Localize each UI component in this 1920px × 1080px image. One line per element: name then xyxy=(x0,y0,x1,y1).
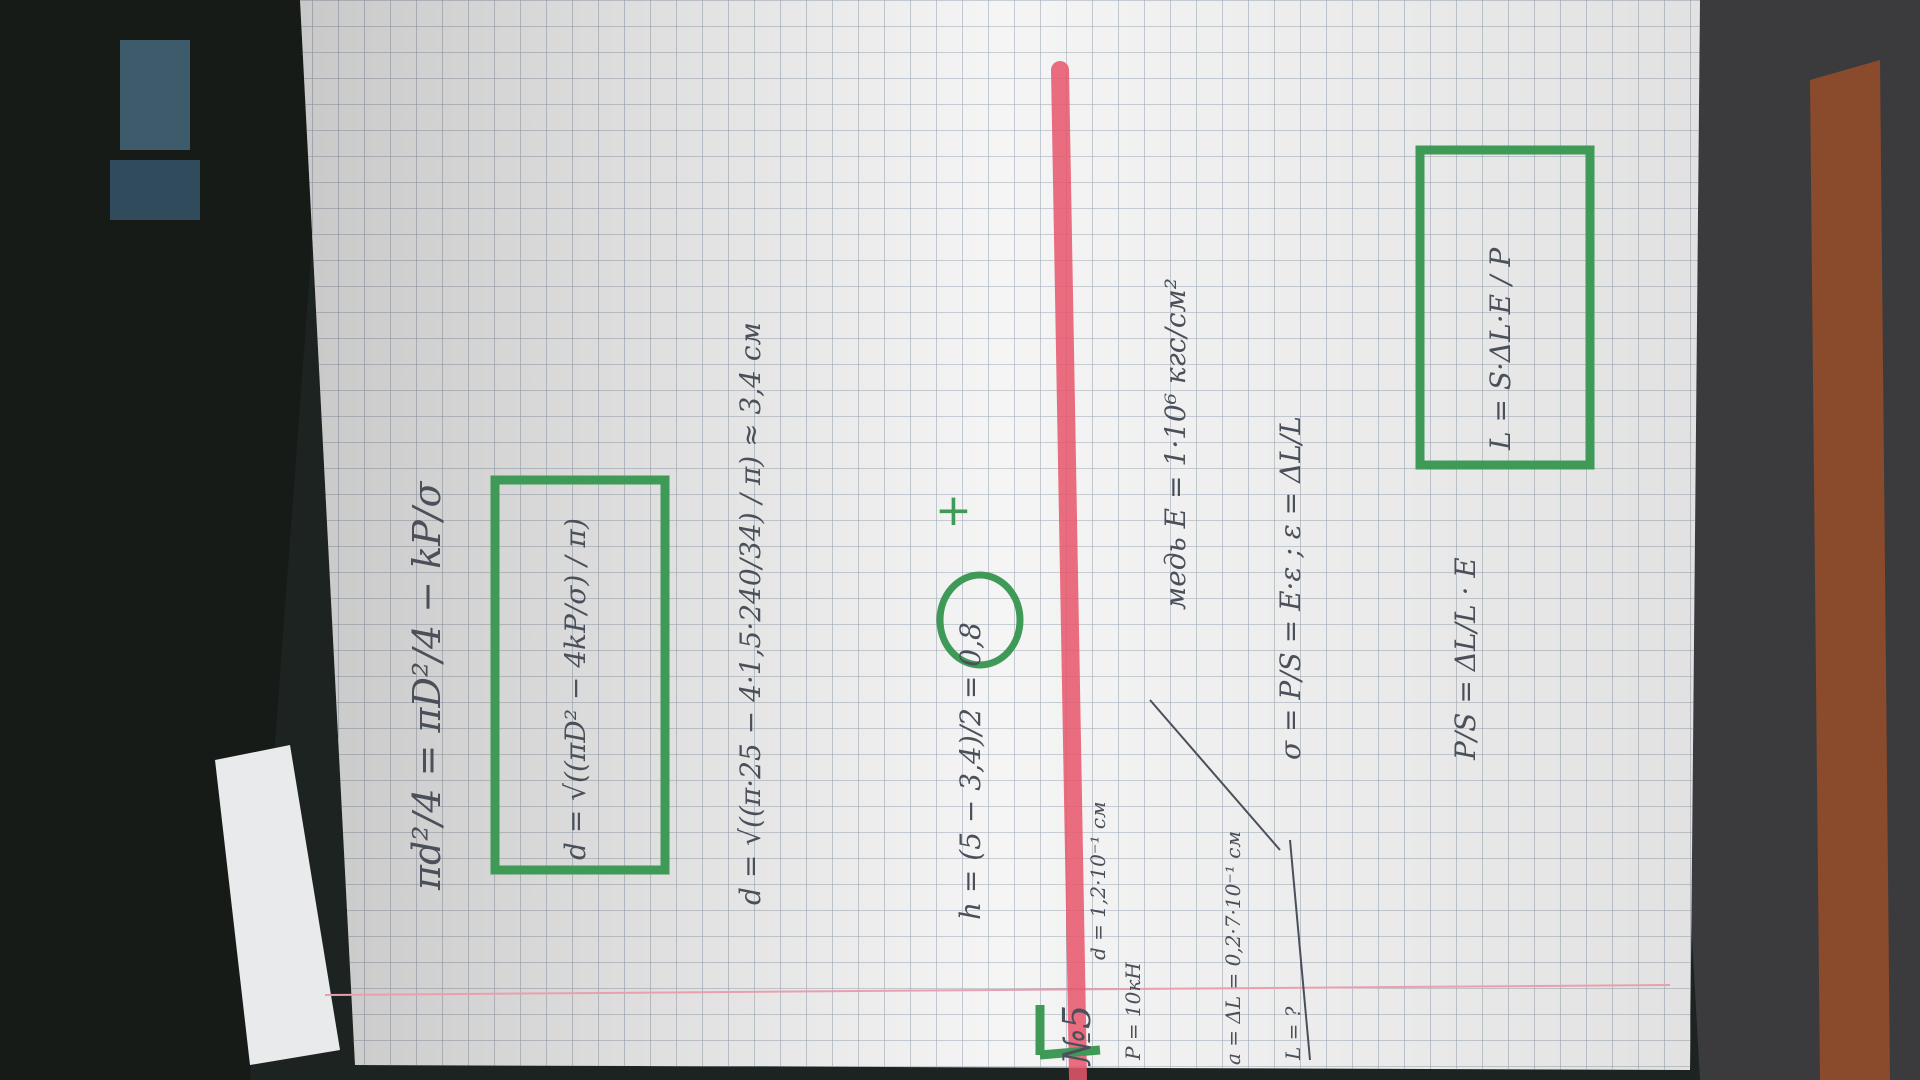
green-box-result xyxy=(1415,145,1595,470)
stress-relation: σ = P/S = E·ε ; ε = ΔL/L xyxy=(1274,416,1307,760)
red-divider xyxy=(1051,61,1087,1080)
green-circle-answer xyxy=(936,571,1024,669)
calc-d: d = √((π·25 − 4·1,5·240/34) / π) ≈ 3,4 с… xyxy=(734,322,767,905)
green-plus-mark: + xyxy=(935,485,972,536)
wooden-edge xyxy=(1810,60,1890,1080)
slash-separator xyxy=(1149,699,1281,851)
notebook-page xyxy=(300,0,1700,1070)
given-dl: a = ΔL = 0,2·7·10⁻¹ см xyxy=(1221,831,1245,1065)
problem-number: №5 xyxy=(1055,1005,1099,1067)
given-underline xyxy=(1289,839,1311,1061)
underlying-notebook xyxy=(215,745,340,1065)
green-underline-problem xyxy=(1035,1005,1101,1060)
formula-boxed: d = √((πD² − 4kP/σ) / π) xyxy=(559,518,592,860)
green-box-formula xyxy=(490,475,670,875)
blue-object-decor xyxy=(110,40,200,220)
calc-h: h = (5 − 3,4)/2 = 0,8 xyxy=(954,622,987,920)
given-l: L = ? xyxy=(1281,1006,1305,1061)
page-margin-line xyxy=(324,984,1671,996)
given-d: d = 1,2·10⁻¹ см xyxy=(1086,801,1110,960)
given-p: P = 10кН xyxy=(1121,962,1145,1061)
result-formula: L = S·ΔL·E / P xyxy=(1484,247,1517,451)
material-e: медь E = 1·10⁶ кгс/см² xyxy=(1159,278,1192,610)
formula-top: πd²/4 = πD²/4 − kP/σ xyxy=(405,480,449,891)
ratio-relation: P/S = ΔL/L · E xyxy=(1449,557,1482,761)
